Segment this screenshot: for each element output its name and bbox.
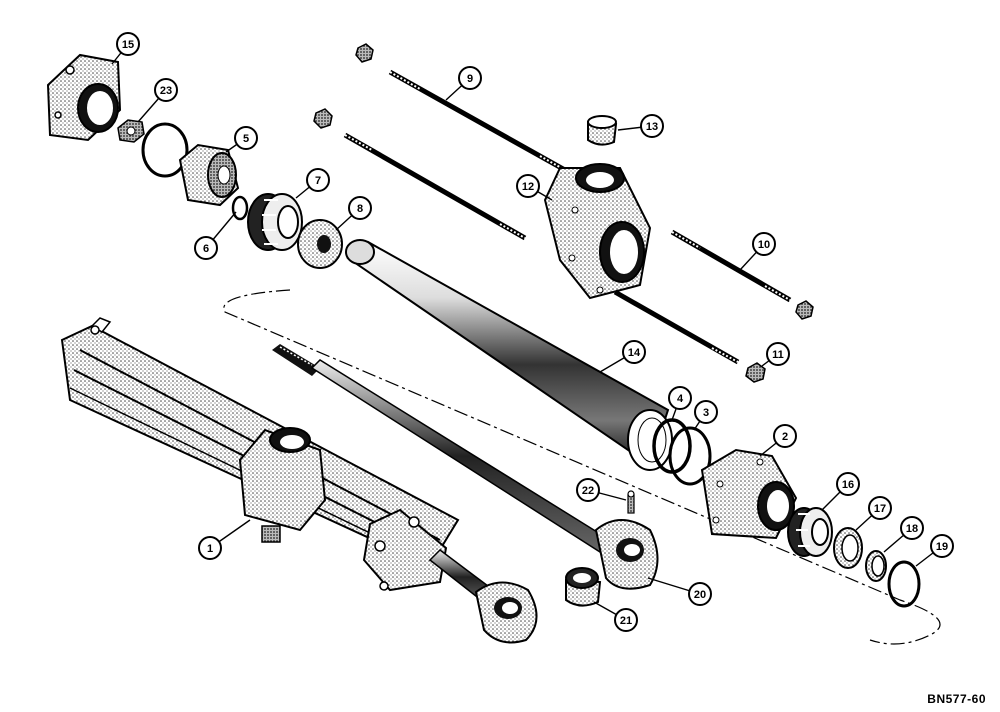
callout-17: 17	[868, 496, 892, 520]
part-12-trunnion	[543, 163, 652, 300]
part-5-gland	[178, 143, 240, 207]
part-20-piston-rod	[272, 344, 659, 590]
part-o-ring	[141, 122, 189, 178]
callout-circle-12	[516, 174, 540, 198]
callout-4: 4	[668, 386, 692, 410]
part-10-tie-rod	[670, 229, 814, 320]
callout-circle-6	[194, 236, 218, 260]
callout-circle-23	[154, 78, 178, 102]
part-11-nut	[745, 362, 766, 383]
callout-number-15: 15	[122, 39, 134, 51]
callout-circle-19	[930, 534, 954, 558]
callout-circle-5	[234, 126, 258, 150]
part-16-packing	[787, 507, 833, 557]
callout-number-6: 6	[203, 243, 209, 255]
callout-21: 21	[614, 608, 638, 632]
assembly-path-line	[223, 289, 941, 645]
callout-number-13: 13	[646, 121, 658, 133]
callout-3: 3	[694, 400, 718, 424]
callout-circle-2	[773, 424, 797, 448]
part-21-bushing	[565, 567, 602, 607]
part-19-wiper-ring	[887, 560, 921, 608]
callout-14: 14	[622, 340, 646, 364]
callout-circle-22	[576, 478, 600, 502]
callout-number-14: 14	[628, 347, 641, 359]
callout-number-10: 10	[758, 239, 770, 251]
callout-circle-7	[306, 168, 330, 192]
callout-number-20: 20	[694, 589, 706, 601]
callout-number-17: 17	[874, 503, 886, 515]
callout-6: 6	[194, 236, 218, 260]
callout-number-21: 21	[620, 615, 632, 627]
part-9-tie-rod	[355, 43, 567, 173]
callout-number-16: 16	[842, 479, 854, 491]
part-6-ring	[231, 195, 249, 221]
callout-circle-16	[836, 472, 860, 496]
part-1-assembled-cylinder	[60, 317, 538, 644]
callout-number-18: 18	[906, 523, 918, 535]
callout-circle-10	[752, 232, 776, 256]
callout-circle-14	[622, 340, 646, 364]
callout-2: 2	[773, 424, 797, 448]
callout-13: 13	[640, 114, 664, 138]
callout-number-2: 2	[782, 431, 788, 443]
callout-number-1: 1	[207, 543, 213, 555]
part-lower-right-tie-rod	[613, 289, 740, 365]
callout-7: 7	[306, 168, 330, 192]
callout-number-19: 19	[936, 541, 948, 553]
callout-10: 10	[752, 232, 776, 256]
callout-8: 8	[348, 196, 372, 220]
callout-circle-4	[668, 386, 692, 410]
callout-number-9: 9	[467, 73, 473, 85]
callout-number-4: 4	[677, 393, 684, 405]
figure-id: BN577-60	[927, 692, 986, 706]
part-17-ring	[833, 527, 863, 569]
callout-15: 15	[116, 32, 140, 56]
callout-circle-17	[868, 496, 892, 520]
callout-number-8: 8	[357, 203, 363, 215]
callout-number-11: 11	[772, 349, 784, 361]
part-lower-tie-rod	[313, 108, 527, 241]
callout-number-23: 23	[160, 85, 172, 97]
callout-23: 23	[154, 78, 178, 102]
callout-18: 18	[900, 516, 924, 540]
callout-9: 9	[458, 66, 482, 90]
callout-circle-18	[900, 516, 924, 540]
part-18-ring	[865, 550, 887, 582]
callout-16: 16	[836, 472, 860, 496]
callout-5: 5	[234, 126, 258, 150]
callout-circle-13	[640, 114, 664, 138]
callout-1: 1	[198, 536, 222, 560]
callout-circle-15	[116, 32, 140, 56]
callout-circle-11	[766, 342, 790, 366]
part-3-seal	[668, 426, 712, 486]
callout-circle-3	[694, 400, 718, 424]
callout-circle-20	[688, 582, 712, 606]
callout-circle-9	[458, 66, 482, 90]
callout-circle-8	[348, 196, 372, 220]
callout-number-12: 12	[522, 181, 534, 193]
callout-circle-1	[198, 536, 222, 560]
part-23-nut	[117, 119, 145, 143]
part-8-washer	[297, 219, 343, 269]
callout-number-7: 7	[315, 175, 321, 187]
callout-number-3: 3	[703, 407, 709, 419]
callout-22: 22	[576, 478, 600, 502]
callout-12: 12	[516, 174, 540, 198]
callout-11: 11	[766, 342, 790, 366]
callout-number-22: 22	[582, 485, 594, 497]
callout-19: 19	[930, 534, 954, 558]
part-7-packing	[247, 193, 303, 251]
part-2-end-cap	[700, 448, 798, 540]
part-13-bushing	[587, 115, 618, 146]
callout-number-5: 5	[243, 133, 249, 145]
part-22-grease-fitting	[627, 490, 635, 514]
callout-20: 20	[688, 582, 712, 606]
part-15-end-cap	[46, 53, 122, 142]
callout-circle-21	[614, 608, 638, 632]
